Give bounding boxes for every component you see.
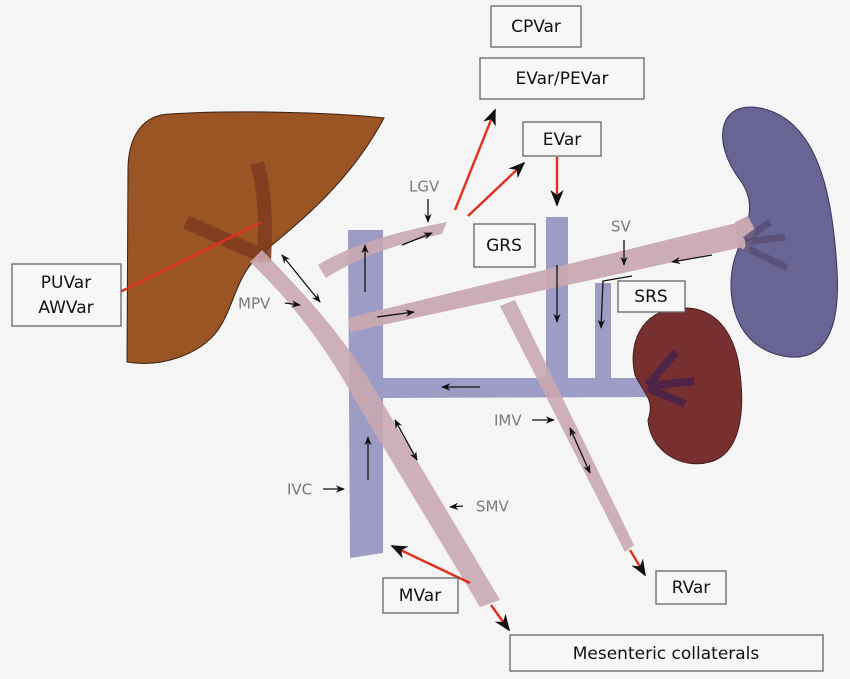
box-rvar-text: RVar bbox=[672, 578, 711, 598]
box-evar-text: EVar bbox=[543, 130, 581, 150]
lgv-vessel bbox=[318, 222, 447, 278]
box-mesenteric-text: Mesenteric collaterals bbox=[573, 644, 760, 664]
spleen-vessel-branch bbox=[742, 219, 773, 243]
srs-vessel bbox=[595, 283, 611, 383]
left-kidney bbox=[632, 307, 743, 465]
flow-arrow-sv-from-spleen bbox=[671, 254, 713, 265]
flow-arrow-smv-bidirectional bbox=[394, 419, 418, 461]
liver-portal-branch bbox=[250, 161, 272, 263]
splenic-vein bbox=[348, 222, 748, 332]
kidney-vessel-branch bbox=[644, 349, 680, 388]
box-cpvar: CPVar bbox=[490, 5, 582, 48]
label-lgv: LGV bbox=[409, 178, 440, 196]
imv-vessel bbox=[500, 300, 634, 552]
box-evar-pevar: EVar/PEVar bbox=[479, 57, 645, 100]
box-grs: GRS bbox=[473, 223, 536, 268]
label-ivc: IVC bbox=[287, 481, 312, 499]
label-imv: IMV bbox=[494, 412, 522, 430]
box-grs-text: GRS bbox=[486, 236, 522, 256]
flow-arrow-imv-bidirectional bbox=[569, 427, 591, 474]
box-evar: EVar bbox=[522, 121, 602, 157]
spleen bbox=[722, 106, 838, 358]
pointer-smv bbox=[449, 502, 464, 511]
flow-arrow-mpv-bidirectional bbox=[281, 254, 321, 303]
box-puvar-awvar: PUVar AWVar bbox=[11, 263, 122, 327]
liver bbox=[126, 111, 385, 364]
label-smv: SMV bbox=[476, 498, 509, 516]
box-puvar-text: PUVar bbox=[41, 273, 91, 293]
box-srs-text: SRS bbox=[634, 287, 667, 307]
flow-arrow-srs-down bbox=[597, 275, 633, 329]
kidney-vessel-branch bbox=[646, 384, 687, 408]
red-arrow-to-ivc-mvar bbox=[390, 544, 471, 585]
pointer-mpv bbox=[284, 300, 301, 308]
box-mvar: MVar bbox=[382, 577, 459, 614]
label-mpv: MPV bbox=[238, 295, 271, 313]
box-mvar-text: MVar bbox=[399, 586, 441, 606]
red-arrow-to-evar bbox=[467, 161, 526, 217]
red-arrow-to-rvar bbox=[628, 549, 647, 577]
box-awvar-text: AWVar bbox=[38, 298, 93, 318]
spleen-vessel-branch bbox=[744, 233, 786, 246]
box-srs: SRS bbox=[617, 280, 686, 313]
label-sv: SV bbox=[611, 218, 632, 236]
box-mesenteric-collaterals: Mesenteric collaterals bbox=[509, 634, 824, 672]
spleen-vessel-branch bbox=[743, 243, 789, 272]
box-cpvar-text: CPVar bbox=[511, 17, 561, 37]
red-arrow-to-mesenteric bbox=[490, 604, 510, 632]
flow-arrow-sv-to-ivc bbox=[376, 309, 415, 318]
mpv-smv-vessel bbox=[250, 250, 500, 607]
red-line-puvar bbox=[119, 221, 261, 294]
box-rvar: RVar bbox=[655, 570, 727, 605]
flow-arrow-lgv bbox=[401, 232, 433, 246]
left-renal-vein bbox=[383, 378, 655, 398]
red-arrow-to-evar-pevar bbox=[453, 108, 497, 211]
box-evar-pevar-text: EVar/PEVar bbox=[516, 69, 609, 89]
kidney-vessel-branch bbox=[647, 377, 695, 390]
